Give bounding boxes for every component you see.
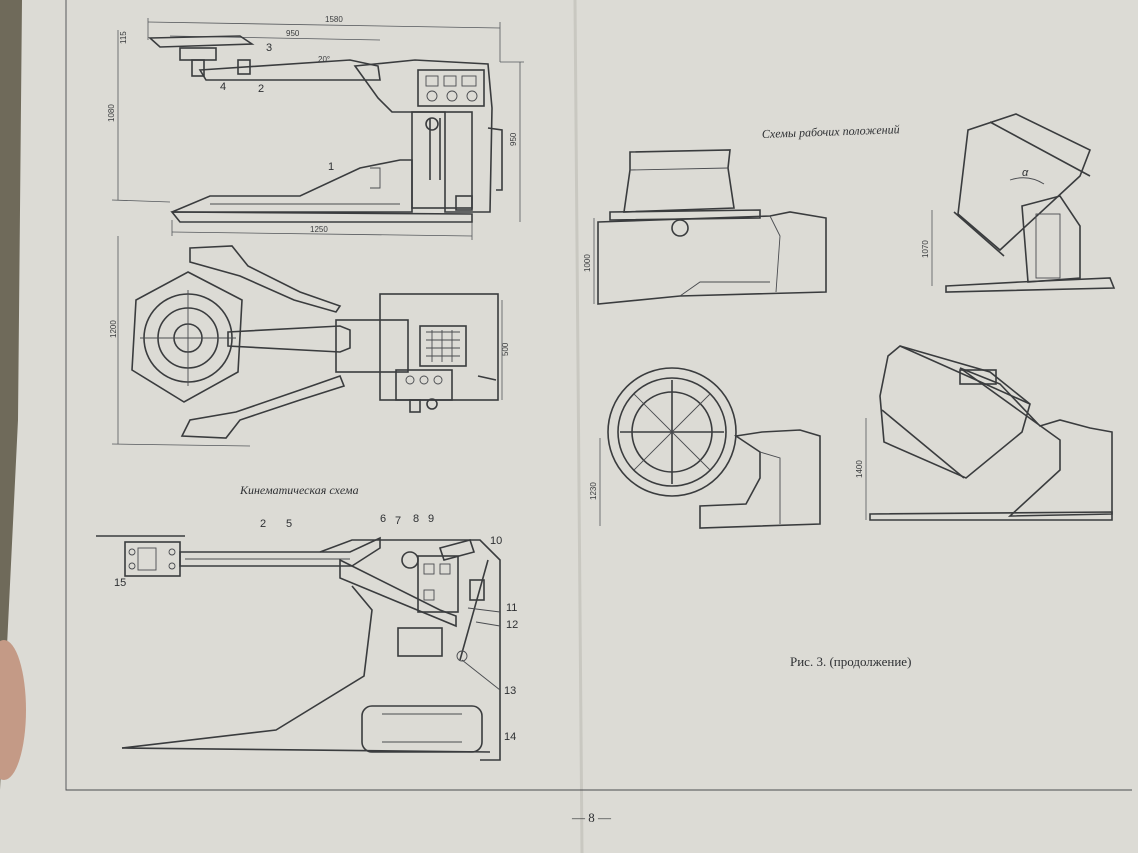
- kinematic-title: Кинематическая схема: [239, 483, 359, 497]
- dim-pos2: 1070: [921, 240, 930, 258]
- dim-pos3: 1230: [589, 482, 598, 500]
- thumb: [0, 640, 26, 780]
- position-3: 1230: [589, 367, 821, 529]
- kin-label-2: 2: [260, 518, 266, 530]
- dim-plan-width: 1200: [109, 320, 118, 338]
- kin-label-8: 8: [413, 513, 419, 525]
- kin-label-14: 14: [504, 731, 516, 743]
- side-label-4: 4: [220, 81, 226, 93]
- side-label-3: 3: [266, 42, 272, 54]
- position-2: 1070 α: [921, 113, 1116, 293]
- kin-label-13: 13: [504, 685, 516, 697]
- kin-label-5: 5: [286, 518, 292, 530]
- frame-border: [65, 0, 1132, 791]
- dim-pos4: 1400: [855, 460, 864, 478]
- kinematic-scheme: 2 5 6 7 8 9 10 11 12 13 14 15: [96, 513, 518, 761]
- plan-view: 1200 500: [109, 236, 510, 447]
- positions-title: Схемы рабочих положений: [762, 122, 900, 141]
- side-label-1: 1: [328, 161, 334, 173]
- dim-angle: 20°: [318, 55, 330, 64]
- side-label-2: 2: [258, 83, 264, 95]
- dim-left-height: 1080: [107, 104, 116, 122]
- position-1: 1000: [583, 149, 827, 305]
- dim-top-total: 1580: [325, 15, 343, 24]
- fold-line: [573, 0, 584, 853]
- dim-plan-body: 500: [501, 342, 510, 356]
- kin-label-6: 6: [380, 513, 386, 525]
- kin-label-9: 9: [428, 513, 434, 525]
- side-view: 1580 950 115 1080 950 1250 20°: [107, 15, 524, 240]
- page-number: — 8 —: [571, 810, 612, 825]
- dim-top-arm: 950: [286, 29, 300, 38]
- alpha-symbol: α: [1022, 167, 1029, 179]
- kin-label-15: 15: [114, 577, 126, 589]
- kin-label-11: 11: [506, 602, 517, 614]
- dim-pos1: 1000: [583, 254, 592, 272]
- dim-top-offset: 115: [119, 31, 128, 44]
- kin-label-7: 7: [395, 515, 401, 527]
- dim-right-height: 950: [509, 132, 518, 146]
- kin-label-10: 10: [490, 535, 502, 547]
- kin-label-12: 12: [506, 619, 518, 631]
- figure-caption: Рис. 3. (продолжение): [790, 654, 911, 669]
- dim-base-length: 1250: [310, 225, 328, 234]
- position-4: 1400: [855, 345, 1113, 521]
